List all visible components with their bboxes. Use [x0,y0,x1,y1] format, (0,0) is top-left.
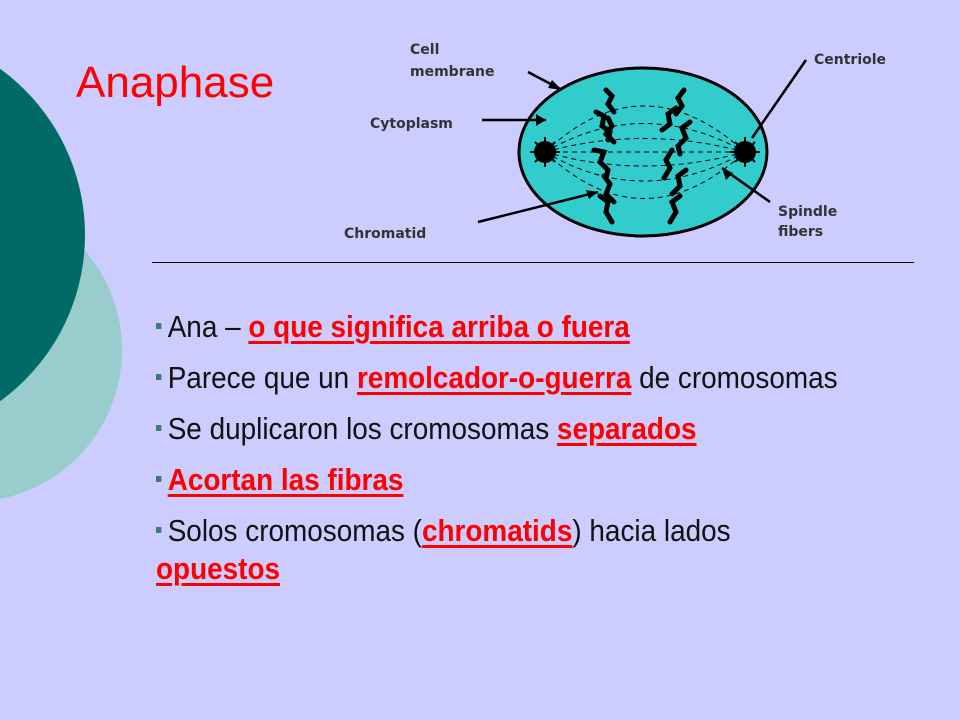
label-cell-membrane-1: Cell [410,42,439,58]
cell-body [517,66,769,238]
bullet-square-icon [156,526,162,533]
bullet-square-icon [156,373,162,380]
bullet-square-icon [156,322,162,329]
divider-line [152,262,914,263]
bullet-highlight: remolcador-o-guerra [356,360,632,395]
label-cell-membrane-2: membrane [410,64,495,80]
bullet-highlight: Acortan las fibras [167,462,404,497]
centriole-left [530,137,560,167]
label-centriole: Centriole [814,52,886,68]
bullet-list: Ana – o que significa arriba o fuera Par… [156,308,849,601]
bullet-highlight: o que significa arriba o fuera [248,309,630,344]
label-arrowheads [536,80,733,199]
label-spindle-2: fibers [778,224,823,240]
bullet-item: Solos cromosomas (chromatids) hacia lado… [156,512,849,588]
bullet-text: Ana – [167,309,249,344]
bullet-text: Parece que un [167,360,357,395]
anaphase-diagram: Cell membrane Centriole Cytoplasm Chroma… [344,42,886,242]
chromatids-right [659,87,693,225]
centriole-right [730,137,760,167]
bullet-text: Solos cromosomas ( [167,513,422,548]
bullet-highlight: chromatids [421,513,573,548]
bullet-text: Se duplicaron los cromosomas [167,411,557,446]
bullet-highlight: opuestos [156,551,281,586]
chromatids-left [591,87,617,225]
label-chromatid: Chromatid [344,226,426,242]
bullet-text: de cromosomas [631,360,838,395]
bullet-item: Parece que un remolcador-o-guerra de cro… [156,359,849,397]
label-spindle-1: Spindle [778,204,837,220]
bullet-item: Ana – o que significa arriba o fuera [156,308,849,346]
bullet-item: Se duplicaron los cromosomas separados [156,410,849,448]
slide-title: Anaphase [76,58,275,107]
bullet-text: ) hacia lados [572,513,731,548]
bullet-square-icon [156,424,162,431]
bullet-item: Acortan las fibras [156,461,849,499]
decorative-circle-dark [0,68,85,402]
spindle-fibers [544,105,746,199]
bullet-highlight: separados [556,411,697,446]
label-cytoplasm: Cytoplasm [370,116,453,132]
bullet-square-icon [156,475,162,482]
